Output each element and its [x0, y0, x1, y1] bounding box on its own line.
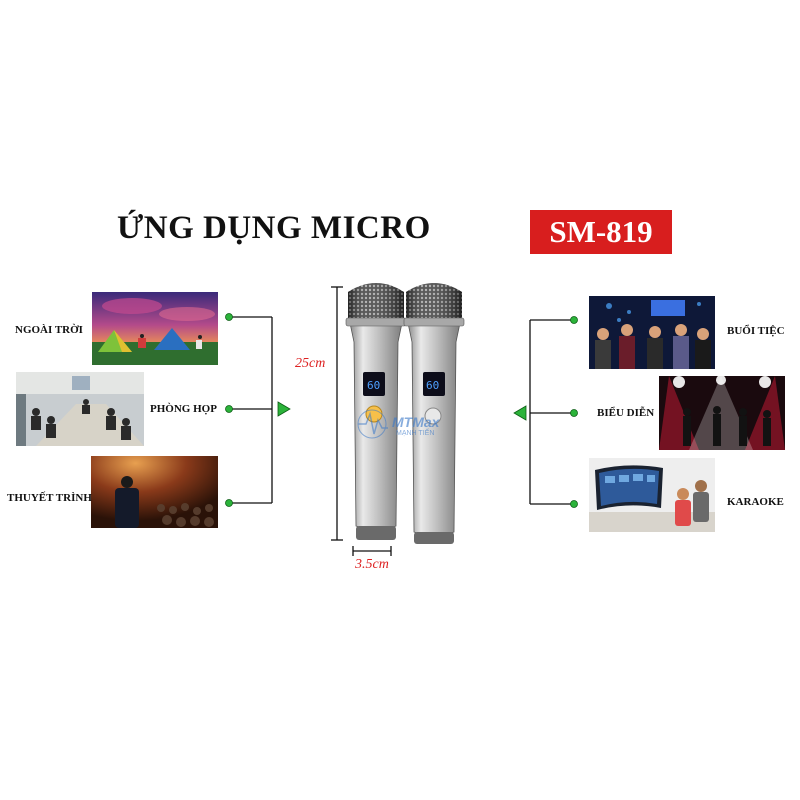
- photo-karaoke: [589, 458, 715, 532]
- page-title: ỨNG DỤNG MICRO: [117, 210, 431, 246]
- arrow-left-icon: [513, 405, 527, 421]
- photo-outdoor-camping: [92, 292, 218, 365]
- microphone-2: 60: [403, 283, 465, 544]
- height-dimension-label: 25cm: [295, 356, 326, 371]
- svg-text:60: 60: [367, 379, 380, 392]
- node-dot: [225, 499, 233, 507]
- photo-presentation: [91, 456, 218, 528]
- microphone-1: 60: [345, 283, 407, 540]
- use-label-meeting: PHÒNG HỌP: [150, 403, 217, 415]
- brand-watermark: [357, 409, 388, 439]
- node-dot: [570, 500, 578, 508]
- width-dimension-label: 3.5cm: [355, 557, 389, 572]
- photo-party: [589, 296, 715, 369]
- node-dot: [570, 316, 578, 324]
- photo-meeting-room: [16, 372, 144, 446]
- use-label-karaoke: KARAOKE: [727, 496, 784, 508]
- watermark-sub: MẠNH TIẾN: [396, 430, 435, 437]
- node-dot: [225, 313, 233, 321]
- svg-text:60: 60: [426, 379, 439, 392]
- use-label-performance: BIỂU DIỄN: [597, 407, 655, 419]
- use-label-presentation: THUYẾT TRÌNH: [7, 492, 92, 504]
- arrow-right-icon: [277, 401, 291, 417]
- node-dot: [225, 405, 233, 413]
- photo-stage-performance: [659, 376, 785, 450]
- use-label-party: BUỔI TIỆC: [727, 325, 785, 337]
- model-badge: SM-819: [530, 210, 672, 254]
- node-dot: [570, 409, 578, 417]
- watermark-brand: MTMax: [392, 414, 440, 430]
- use-label-outdoor: NGOÀI TRỜI: [15, 324, 83, 336]
